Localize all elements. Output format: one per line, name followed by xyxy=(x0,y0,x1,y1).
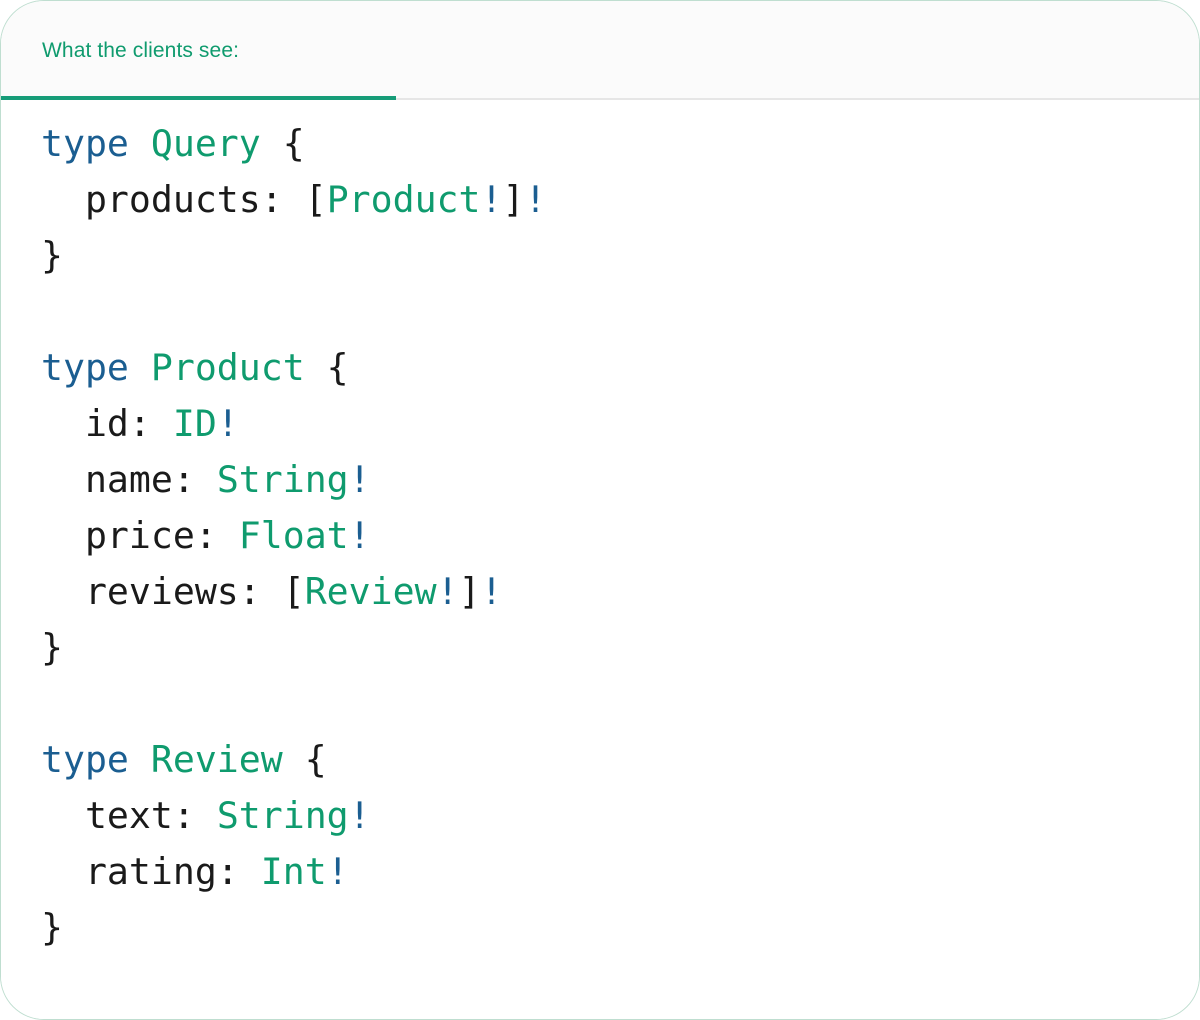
code-token-kw: type xyxy=(41,122,151,165)
code-token-pun: { xyxy=(304,346,349,389)
code-token-pun: products: [ xyxy=(41,178,327,221)
code-token-pun: reviews: [ xyxy=(41,570,305,613)
code-token-type: Query xyxy=(150,122,261,165)
graphql-schema-code[interactable]: type Query { products: [Product!]!} type… xyxy=(41,116,1199,956)
code-token-type: Review xyxy=(304,570,437,613)
code-token-bang: ! xyxy=(436,570,459,613)
code-line: } xyxy=(41,900,1199,956)
code-token-bang: ! xyxy=(326,850,349,893)
code-token-type: String xyxy=(216,794,349,837)
code-token-pun: name: xyxy=(41,458,217,501)
code-token-bang: ! xyxy=(348,794,371,837)
code-token-kw: type xyxy=(41,738,151,781)
code-line: } xyxy=(41,228,1199,284)
code-token-type: Review xyxy=(150,738,283,781)
code-token-bang: ! xyxy=(216,402,239,445)
tab-label: What the clients see: xyxy=(42,38,240,62)
code-token-type: Product xyxy=(150,346,305,389)
code-line: } xyxy=(41,620,1199,676)
code-token-pun: id: xyxy=(41,402,173,445)
code-token-bang: ! xyxy=(524,178,547,221)
code-token-pun: ] xyxy=(502,178,525,221)
code-line: reviews: [Review!]! xyxy=(41,564,1199,620)
code-token-pun: text: xyxy=(41,794,217,837)
code-line: type Query { xyxy=(41,116,1199,172)
code-token-bang: ! xyxy=(348,458,371,501)
code-token-bang: ! xyxy=(348,514,371,557)
code-line: id: ID! xyxy=(41,396,1199,452)
tab-bar: What the clients see: xyxy=(1,1,1199,100)
code-token-bang: ! xyxy=(480,570,503,613)
code-token-pun: rating: xyxy=(41,850,261,893)
code-token-type: Float xyxy=(238,514,349,557)
code-token-type: Product xyxy=(326,178,481,221)
code-token-pun: price: xyxy=(41,514,239,557)
code-pane[interactable]: type Query { products: [Product!]!} type… xyxy=(1,100,1199,1019)
code-line: products: [Product!]! xyxy=(41,172,1199,228)
code-token-pun: } xyxy=(41,626,63,669)
code-token-kw: type xyxy=(41,346,151,389)
code-line xyxy=(41,284,1199,340)
code-token-pun: { xyxy=(260,122,305,165)
tab-what-the-clients-see[interactable]: What the clients see: xyxy=(1,1,396,100)
code-line: text: String! xyxy=(41,788,1199,844)
code-line: type Product { xyxy=(41,340,1199,396)
code-line: name: String! xyxy=(41,452,1199,508)
code-token-type: String xyxy=(216,458,349,501)
code-token-type: Int xyxy=(260,850,327,893)
code-content: type Query { products: [Product!]!} type… xyxy=(41,116,1199,956)
code-token-pun: } xyxy=(41,906,63,949)
code-line xyxy=(41,676,1199,732)
code-token-pun: ] xyxy=(458,570,481,613)
code-token-bang: ! xyxy=(480,178,503,221)
code-line: rating: Int! xyxy=(41,844,1199,900)
code-line: price: Float! xyxy=(41,508,1199,564)
code-token-type: ID xyxy=(172,402,217,445)
code-token-pun: } xyxy=(41,234,63,277)
code-token-pun: { xyxy=(282,738,327,781)
code-line: type Review { xyxy=(41,732,1199,788)
